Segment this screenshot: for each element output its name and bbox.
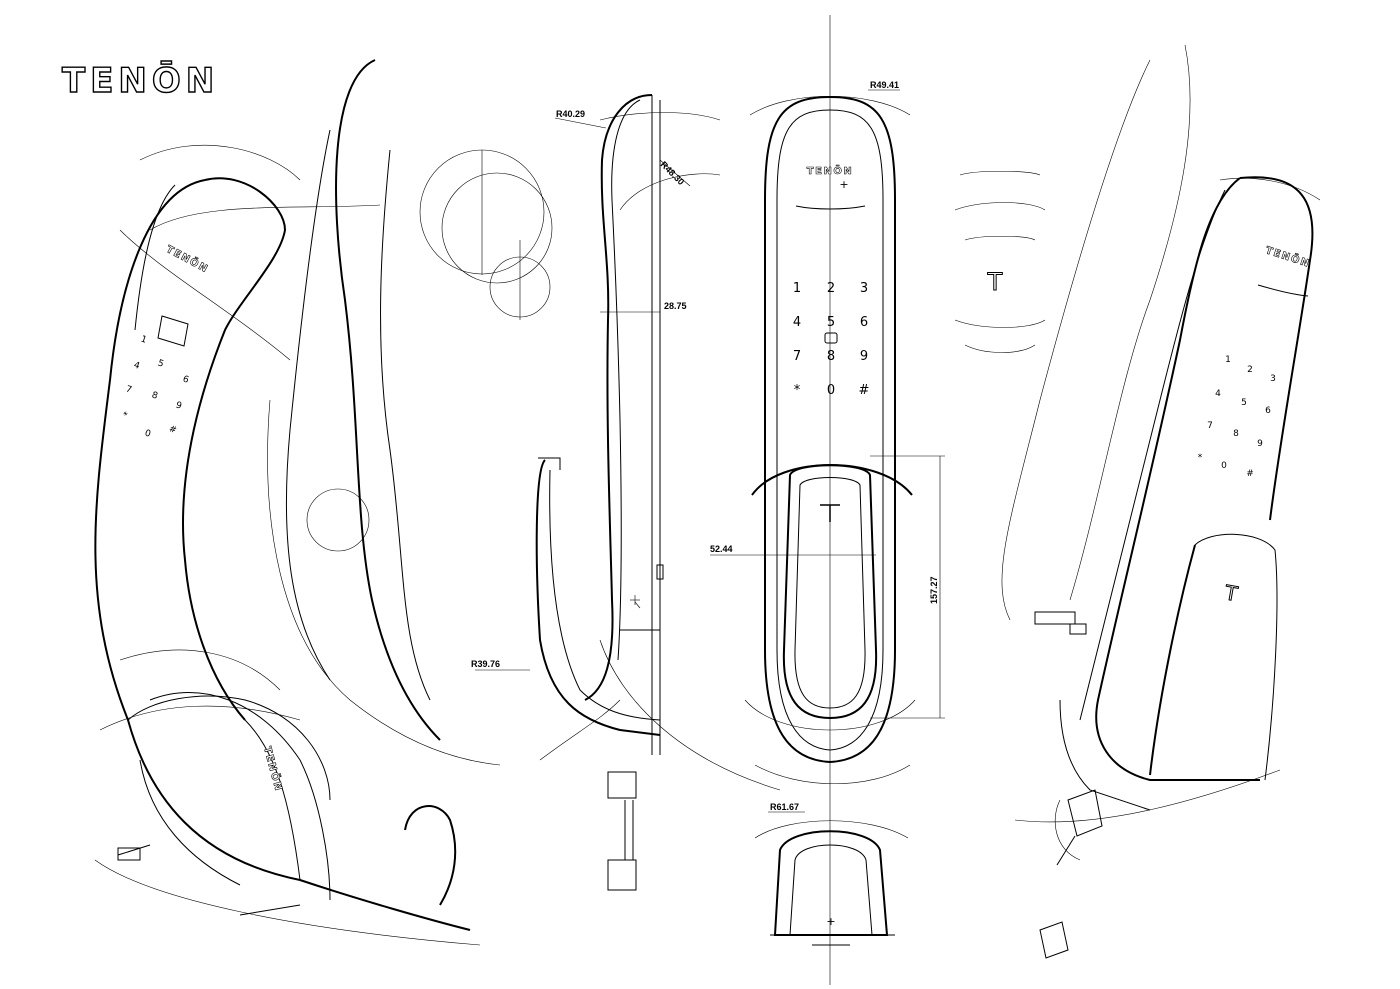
t-handle-icon: T bbox=[954, 170, 1046, 353]
key-7[interactable]: 7 bbox=[793, 349, 801, 364]
front-keypad: 1 2 3 4 5 6 7 8 9 * 0 # bbox=[793, 281, 870, 398]
bottom-view: + R61.67 bbox=[754, 802, 909, 946]
persp-key: 4 bbox=[132, 360, 141, 371]
rp-key: 3 bbox=[1270, 374, 1276, 384]
key-1[interactable]: 1 bbox=[793, 281, 801, 296]
rp-key: 6 bbox=[1265, 406, 1271, 416]
dim-r-side-top: R40.29 bbox=[556, 109, 585, 119]
rp-key: 1 bbox=[1225, 355, 1231, 365]
persp-key: 0 bbox=[143, 428, 152, 439]
persp-logo-lower: TENŌN bbox=[261, 745, 286, 793]
persp-logo: TENŌN bbox=[164, 242, 211, 275]
rp-key: 9 bbox=[1257, 439, 1263, 449]
dim-handle-width: 52.44 bbox=[710, 544, 733, 554]
t-glyph: T bbox=[987, 268, 1003, 296]
construction-geometry bbox=[267, 59, 553, 766]
perspective-view-right: TENŌN 1 2 3 4 5 6 7 8 9 * 0 # T bbox=[1001, 44, 1321, 959]
persp-key: # bbox=[167, 424, 177, 436]
rp-key: 4 bbox=[1215, 389, 1221, 399]
key-5[interactable]: 5 bbox=[827, 315, 835, 330]
rp-key: 0 bbox=[1221, 461, 1227, 471]
rp-key: # bbox=[1246, 469, 1254, 479]
perspective-view-left: 1 4 5 6 7 8 9 * 0 # TENŌN TENŌN bbox=[94, 144, 481, 946]
svg-text:+: + bbox=[826, 915, 835, 928]
key-3[interactable]: 3 bbox=[860, 281, 868, 296]
rp-key: 5 bbox=[1241, 398, 1247, 408]
right-persp-logo: TENŌN bbox=[1264, 243, 1312, 270]
dim-handle-length: 157.27 bbox=[929, 576, 939, 604]
key-0[interactable]: 0 bbox=[827, 383, 835, 398]
rp-key: 2 bbox=[1247, 365, 1253, 375]
key-9[interactable]: 9 bbox=[860, 349, 868, 364]
front-logo: TENŌN bbox=[807, 164, 853, 177]
rp-key: 8 bbox=[1233, 429, 1239, 439]
key-hash[interactable]: # bbox=[859, 383, 870, 398]
key-8[interactable]: 8 bbox=[827, 349, 835, 364]
dim-r-handle-side: R39.76 bbox=[471, 659, 500, 669]
right-t-glyph: T bbox=[1222, 580, 1240, 606]
persp-key: 7 bbox=[124, 384, 133, 395]
key-2[interactable]: 2 bbox=[827, 281, 835, 296]
persp-key: 9 bbox=[174, 400, 183, 411]
persp-key: 8 bbox=[150, 390, 159, 401]
key-star[interactable]: * bbox=[794, 383, 801, 398]
rp-key: * bbox=[1198, 453, 1203, 463]
dim-r-side-inner: R48.30 bbox=[659, 159, 687, 187]
persp-key: 5 bbox=[156, 358, 165, 369]
key-4[interactable]: 4 bbox=[793, 315, 801, 330]
dim-width-side: 28.75 bbox=[664, 301, 687, 311]
side-view: R40.29 R48.30 28.75 R39.76 bbox=[471, 94, 781, 891]
brand-logo: TENŌN bbox=[62, 60, 219, 101]
svg-text:+: + bbox=[839, 178, 848, 191]
fingerprint-sensor-icon bbox=[824, 332, 838, 344]
persp-key: 6 bbox=[181, 374, 190, 385]
dim-r-bottom-view: R61.67 bbox=[770, 802, 799, 812]
dim-r-top-front: R49.41 bbox=[870, 80, 899, 90]
persp-key: 1 bbox=[139, 334, 148, 345]
rp-key: 7 bbox=[1207, 421, 1213, 431]
key-6[interactable]: 6 bbox=[860, 315, 868, 330]
persp-key: * bbox=[121, 411, 129, 422]
front-view: TENŌN + 1 2 3 4 5 6 7 8 9 * 0 # 52.44 15… bbox=[710, 15, 945, 985]
